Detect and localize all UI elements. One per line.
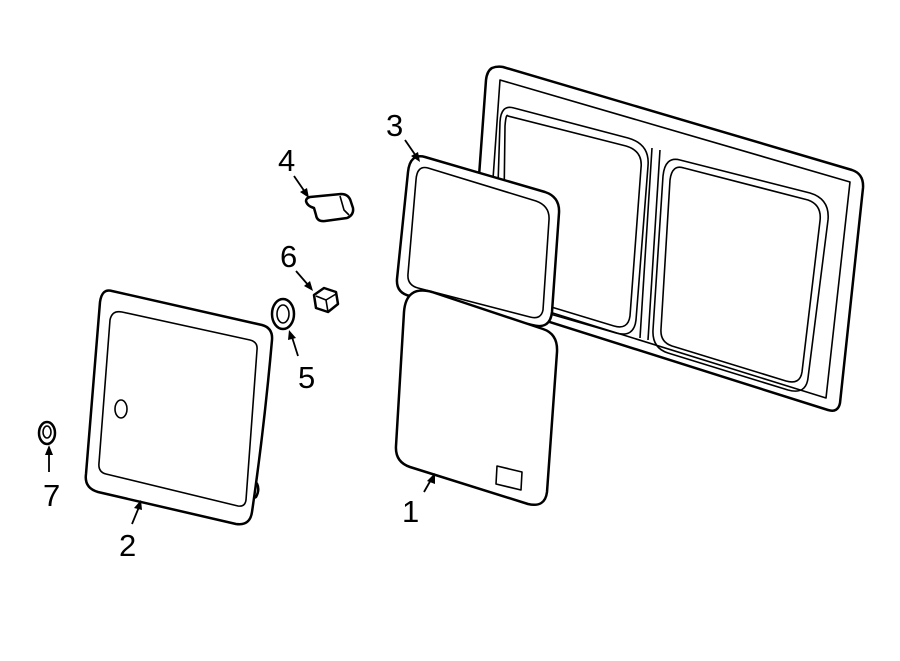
washer-part-5 — [270, 297, 296, 331]
callout-3: 3 — [386, 108, 403, 143]
plug-part-7 — [37, 420, 57, 446]
leader-lines — [45, 139, 435, 525]
window-glass-part-1 — [394, 289, 559, 506]
callout-labels: 1 2 3 4 5 6 7 — [43, 108, 419, 563]
callout-4: 4 — [278, 143, 295, 178]
callout-1: 1 — [402, 494, 419, 529]
body-panel — [469, 65, 865, 412]
quarter-window-part-2 — [84, 289, 274, 526]
latch-part-4 — [304, 192, 355, 223]
callout-6: 6 — [280, 239, 297, 274]
callout-5: 5 — [298, 360, 315, 395]
nut-part-6 — [312, 286, 340, 314]
callout-7: 7 — [43, 478, 60, 513]
callout-2: 2 — [119, 528, 136, 563]
